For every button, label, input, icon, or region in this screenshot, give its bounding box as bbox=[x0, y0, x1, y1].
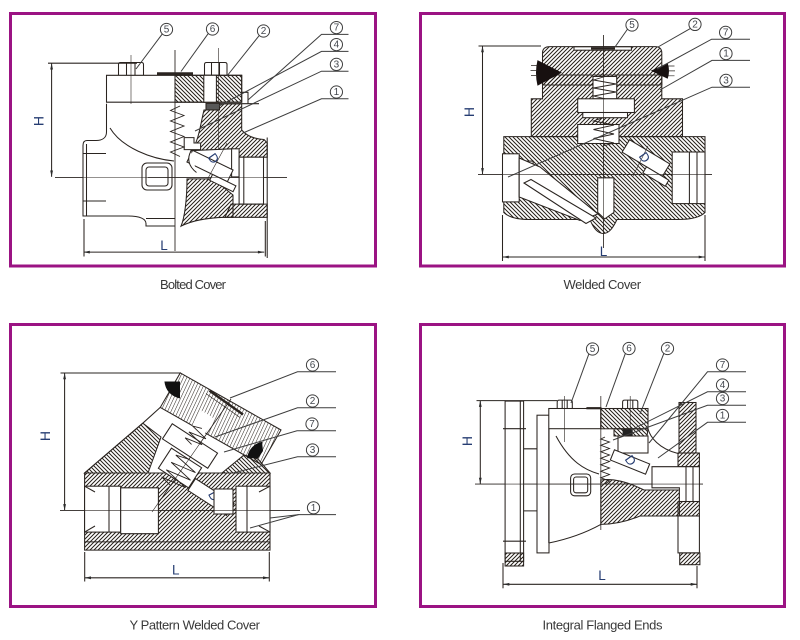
svg-text:3: 3 bbox=[334, 59, 340, 70]
svg-text:3: 3 bbox=[720, 394, 726, 405]
svg-text:2: 2 bbox=[692, 19, 698, 30]
svg-text:7: 7 bbox=[723, 27, 729, 38]
svg-text:5: 5 bbox=[590, 344, 596, 355]
svg-text:7: 7 bbox=[720, 360, 726, 371]
svg-text:3: 3 bbox=[310, 445, 316, 456]
svg-text:L: L bbox=[172, 563, 180, 578]
svg-text:L: L bbox=[600, 244, 608, 259]
svg-text:1: 1 bbox=[334, 87, 340, 98]
svg-text:1: 1 bbox=[723, 49, 729, 60]
svg-text:Bolted Cover: Bolted Cover bbox=[160, 277, 227, 292]
svg-text:3: 3 bbox=[723, 75, 729, 86]
svg-text:4: 4 bbox=[720, 380, 726, 391]
svg-text:7: 7 bbox=[309, 419, 315, 430]
svg-text:Integral Flanged Ends: Integral Flanged Ends bbox=[543, 618, 664, 633]
svg-text:6: 6 bbox=[210, 24, 216, 35]
svg-text:H: H bbox=[37, 431, 53, 441]
svg-text:Welded Cover: Welded Cover bbox=[564, 277, 642, 292]
svg-text:4: 4 bbox=[334, 40, 340, 51]
svg-text:1: 1 bbox=[311, 503, 317, 514]
svg-text:1: 1 bbox=[720, 411, 726, 422]
svg-text:5: 5 bbox=[629, 20, 635, 31]
svg-text:L: L bbox=[598, 568, 606, 583]
svg-text:H: H bbox=[461, 107, 477, 117]
svg-text:2: 2 bbox=[665, 344, 671, 355]
svg-text:H: H bbox=[459, 436, 475, 446]
svg-text:2: 2 bbox=[310, 396, 316, 407]
svg-text:6: 6 bbox=[310, 360, 316, 371]
svg-text:L: L bbox=[160, 238, 168, 253]
svg-text:Y Pattern Welded Cover: Y Pattern Welded Cover bbox=[129, 618, 260, 633]
svg-text:6: 6 bbox=[626, 344, 632, 355]
svg-text:7: 7 bbox=[334, 23, 340, 34]
svg-text:5: 5 bbox=[164, 25, 170, 36]
svg-text:2: 2 bbox=[261, 26, 267, 37]
svg-text:H: H bbox=[31, 116, 47, 126]
